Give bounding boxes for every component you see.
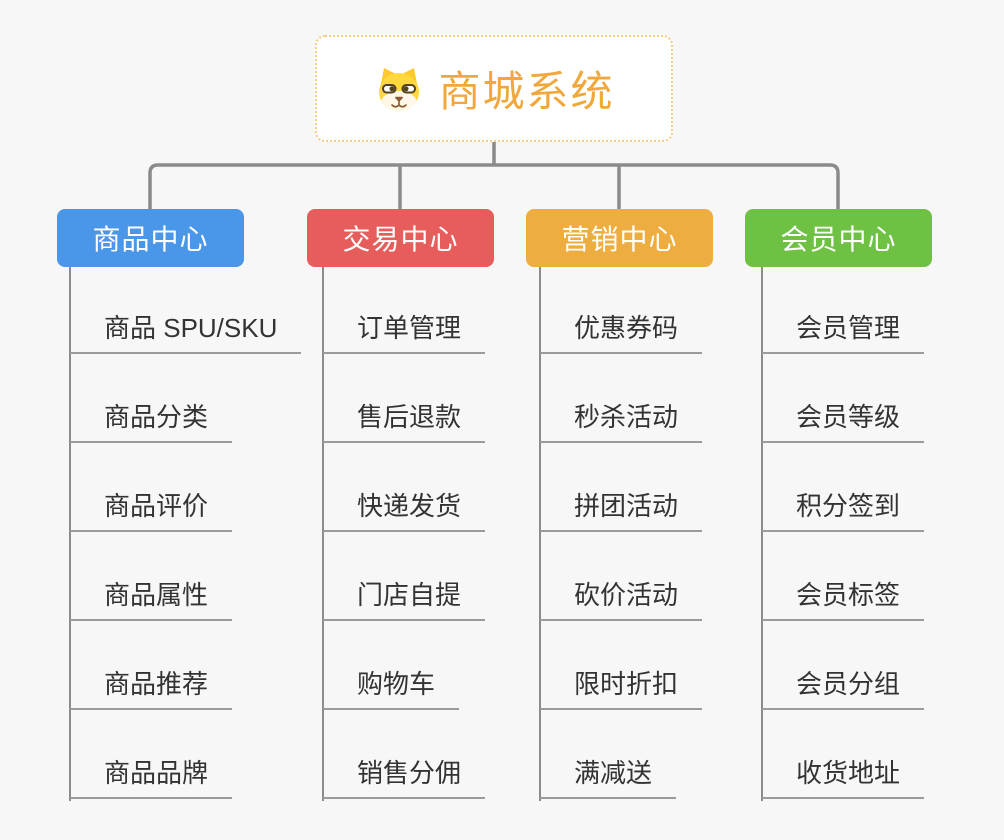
child-topic-member-center-5[interactable]: 会员分组 — [762, 666, 925, 710]
child-topic-label: 秒杀活动 — [574, 402, 679, 432]
branch-label: 商品中心 — [92, 224, 209, 255]
child-topic-marketing-center-2[interactable]: 秒杀活动 — [540, 399, 703, 443]
child-topic-product-center-5[interactable]: 商品推荐 — [70, 666, 233, 710]
child-topic-trade-center-4[interactable]: 门店自提 — [323, 577, 486, 621]
branch-node-product-center[interactable]: 商品中心 — [57, 209, 244, 267]
child-topic-trade-center-2[interactable]: 售后退款 — [323, 399, 486, 443]
child-topic-trade-center-1[interactable]: 订单管理 — [323, 310, 486, 354]
child-topic-label: 快递发货 — [357, 491, 462, 521]
child-topic-label: 商品属性 — [104, 580, 209, 610]
child-topic-label: 会员等级 — [796, 402, 901, 432]
branch-node-marketing-center[interactable]: 营销中心 — [526, 209, 713, 267]
child-topic-marketing-center-3[interactable]: 拼团活动 — [540, 488, 703, 532]
branch-trunk-line — [539, 267, 541, 801]
branch-trunk-line — [761, 267, 763, 801]
child-topic-marketing-center-5[interactable]: 限时折扣 — [540, 666, 703, 710]
child-topic-trade-center-3[interactable]: 快递发货 — [323, 488, 486, 532]
child-topic-label: 商品推荐 — [104, 669, 209, 699]
child-topic-label: 满减送 — [574, 758, 653, 788]
child-topic-marketing-center-4[interactable]: 砍价活动 — [540, 577, 703, 621]
branch-label: 营销中心 — [561, 224, 678, 255]
child-topic-label: 积分签到 — [796, 491, 901, 521]
child-topic-marketing-center-1[interactable]: 优惠券码 — [540, 310, 703, 354]
child-topic-product-center-6[interactable]: 商品品牌 — [70, 755, 233, 799]
branch-label: 会员中心 — [780, 224, 897, 255]
child-topic-member-center-1[interactable]: 会员管理 — [762, 310, 925, 354]
child-topic-label: 拼团活动 — [574, 491, 679, 521]
child-topic-member-center-4[interactable]: 会员标签 — [762, 577, 925, 621]
child-topic-label: 收货地址 — [796, 758, 901, 788]
child-topic-label: 砍价活动 — [574, 580, 679, 610]
child-topic-marketing-center-6[interactable]: 满减送 — [540, 755, 677, 799]
child-topic-label: 限时折扣 — [574, 669, 679, 699]
dog-face-icon — [379, 67, 420, 111]
child-topic-label: 销售分佣 — [357, 758, 462, 788]
child-topic-label: 会员管理 — [796, 313, 901, 343]
child-topic-trade-center-6[interactable]: 销售分佣 — [323, 755, 486, 799]
child-topic-product-center-4[interactable]: 商品属性 — [70, 577, 233, 621]
child-topic-member-center-3[interactable]: 积分签到 — [762, 488, 925, 532]
child-topic-label: 商品评价 — [104, 491, 209, 521]
branch-label: 交易中心 — [342, 224, 459, 255]
child-topic-label: 会员标签 — [796, 580, 901, 610]
child-topic-product-center-3[interactable]: 商品评价 — [70, 488, 233, 532]
child-topic-label: 订单管理 — [357, 313, 462, 343]
child-topic-label: 优惠券码 — [574, 313, 679, 343]
child-topic-label: 商品分类 — [104, 402, 209, 432]
root-title: 商城系统 — [438, 68, 615, 115]
branch-trunk-line — [322, 267, 324, 801]
child-topic-product-center-2[interactable]: 商品分类 — [70, 399, 233, 443]
child-topic-label: 商品 SPU/SKU — [104, 313, 278, 343]
child-topic-label: 售后退款 — [357, 402, 462, 432]
child-topic-product-center-1[interactable]: 商品 SPU/SKU — [70, 310, 302, 354]
child-topic-label: 门店自提 — [357, 580, 462, 610]
branch-node-member-center[interactable]: 会员中心 — [745, 209, 932, 267]
child-topic-label: 会员分组 — [796, 669, 901, 699]
branch-node-trade-center[interactable]: 交易中心 — [307, 209, 494, 267]
root-node[interactable]: 商城系统 — [315, 35, 673, 142]
child-topic-member-center-2[interactable]: 会员等级 — [762, 399, 925, 443]
child-topic-trade-center-5[interactable]: 购物车 — [323, 666, 460, 710]
child-topic-label: 购物车 — [357, 669, 436, 699]
child-topic-label: 商品品牌 — [104, 758, 209, 788]
child-topic-member-center-6[interactable]: 收货地址 — [762, 755, 925, 799]
branch-trunk-line — [69, 267, 71, 801]
